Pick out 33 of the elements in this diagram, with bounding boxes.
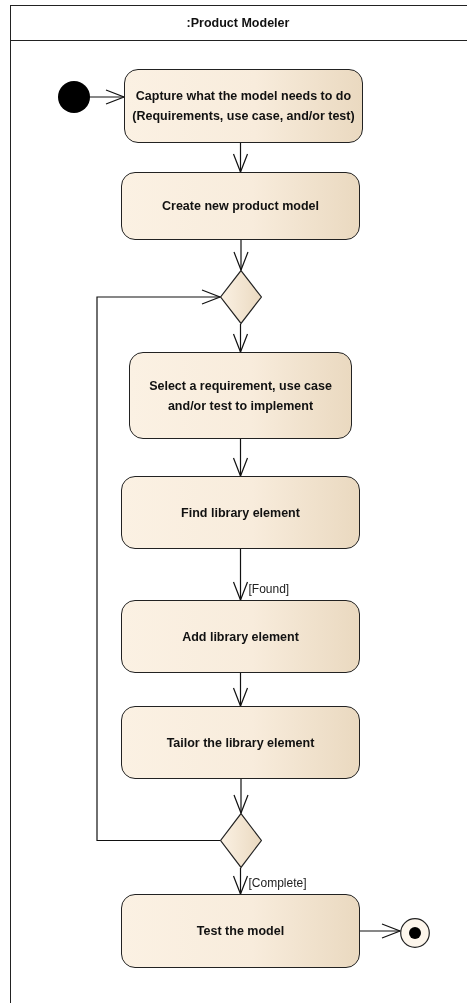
action-box xyxy=(121,172,360,240)
action-box xyxy=(121,706,360,779)
action-text: Find library element xyxy=(181,504,300,522)
action-text: Select a requirement, use case and/or test to implement xyxy=(148,377,333,415)
decision-diamond xyxy=(220,813,262,868)
arrow xyxy=(89,89,125,105)
arrow xyxy=(359,923,401,939)
final-node xyxy=(400,918,430,948)
initial-node xyxy=(58,81,90,113)
action-box xyxy=(121,476,360,549)
edge-label: [Found] xyxy=(247,582,291,597)
action-box xyxy=(124,69,363,143)
arrow xyxy=(232,323,249,353)
action-text: Create new product model xyxy=(162,198,319,215)
arrow xyxy=(233,239,249,271)
arrow xyxy=(232,438,249,477)
arrow xyxy=(232,867,249,895)
swimlane-partition xyxy=(10,5,467,1003)
action-box xyxy=(121,600,360,673)
arrow xyxy=(232,672,249,707)
arrow xyxy=(233,778,249,814)
arrow xyxy=(232,548,249,601)
partition-title: :Product Modeler xyxy=(186,16,290,30)
edge-label: [Complete] xyxy=(247,876,308,891)
action-text: Tailor the library element xyxy=(166,734,315,752)
action-text: Test the model xyxy=(196,923,285,940)
action-text: Capture what the model needs to do (Requirements, use case, and/or test) xyxy=(131,88,356,125)
action-box xyxy=(129,352,352,439)
decision-diamond xyxy=(220,270,262,324)
action-text: Add library element xyxy=(182,628,299,646)
arrow xyxy=(96,289,221,842)
arrow xyxy=(232,142,249,173)
action-box xyxy=(121,894,360,968)
